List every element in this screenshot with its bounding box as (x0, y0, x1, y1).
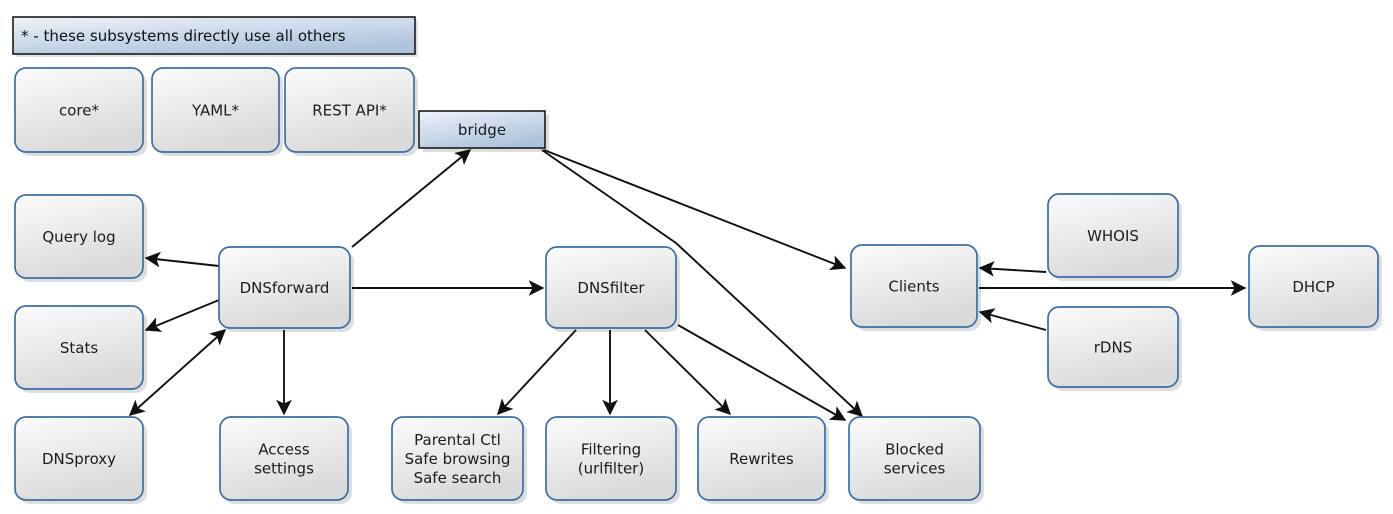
node-core[interactable]: core* (14, 67, 144, 153)
edge-layer (128, 149, 1247, 421)
node-label-rdns: rDNS (1094, 339, 1132, 357)
node-label-core: core* (59, 102, 99, 120)
node-filtering[interactable]: Filtering(urlfilter) (545, 416, 677, 501)
node-label-dnsfilter: DNSfilter (577, 279, 645, 297)
node-dnsforward[interactable]: DNSforward (218, 246, 351, 329)
edge-rdns-clients (978, 308, 1047, 331)
node-label-dnsforward: DNSforward (240, 279, 330, 297)
node-label-restapi: REST API* (312, 102, 387, 120)
edge-dnsforward-querylog (144, 251, 220, 268)
node-restapi[interactable]: REST API* (284, 67, 415, 153)
legend-box: * - these subsystems directly use all ot… (12, 16, 416, 55)
node-rewrites[interactable]: Rewrites (697, 416, 826, 501)
node-whois[interactable]: WHOIS (1047, 193, 1179, 278)
node-label-stats: Stats (60, 339, 98, 357)
edge-dnsproxy-dnsforward (128, 329, 227, 416)
node-label-dnsproxy: DNSproxy (42, 450, 116, 468)
edge-whois-clients (978, 261, 1047, 277)
node-label-yaml: YAML* (191, 102, 240, 120)
node-label-dhcp: DHCP (1292, 278, 1334, 296)
node-dhcp[interactable]: DHCP (1248, 245, 1379, 328)
node-label-filtering: Filtering(urlfilter) (578, 441, 644, 478)
edge-bridge-blocked (541, 149, 864, 417)
node-label-querylog: Query log (42, 228, 115, 246)
node-bridge[interactable]: bridge (418, 110, 546, 149)
node-querylog[interactable]: Query log (14, 194, 144, 279)
edge-bridge-clients (543, 149, 847, 271)
edge-dnsfilter-blocked (677, 324, 847, 421)
node-label-whois: WHOIS (1087, 227, 1139, 245)
node-dnsfilter[interactable]: DNSfilter (545, 246, 677, 329)
edge-dnsfilter-parental (497, 329, 577, 416)
node-label-rewrites: Rewrites (729, 450, 794, 468)
legend-text: * - these subsystems directly use all ot… (21, 27, 346, 45)
node-label-clients: Clients (888, 278, 939, 296)
node-dnsproxy[interactable]: DNSproxy (14, 416, 144, 501)
node-layer: * - these subsystems directly use all ot… (12, 16, 1379, 501)
edge-dnsforward-bridge (351, 149, 472, 248)
node-yaml[interactable]: YAML* (151, 67, 280, 153)
node-label-bridge: bridge (458, 121, 506, 139)
edge-dnsforward-stats (144, 299, 220, 332)
node-clients[interactable]: Clients (850, 244, 978, 328)
edge-dnsfilter-rewrites (644, 329, 732, 416)
node-stats[interactable]: Stats (14, 305, 144, 390)
node-rdns[interactable]: rDNS (1047, 306, 1179, 388)
